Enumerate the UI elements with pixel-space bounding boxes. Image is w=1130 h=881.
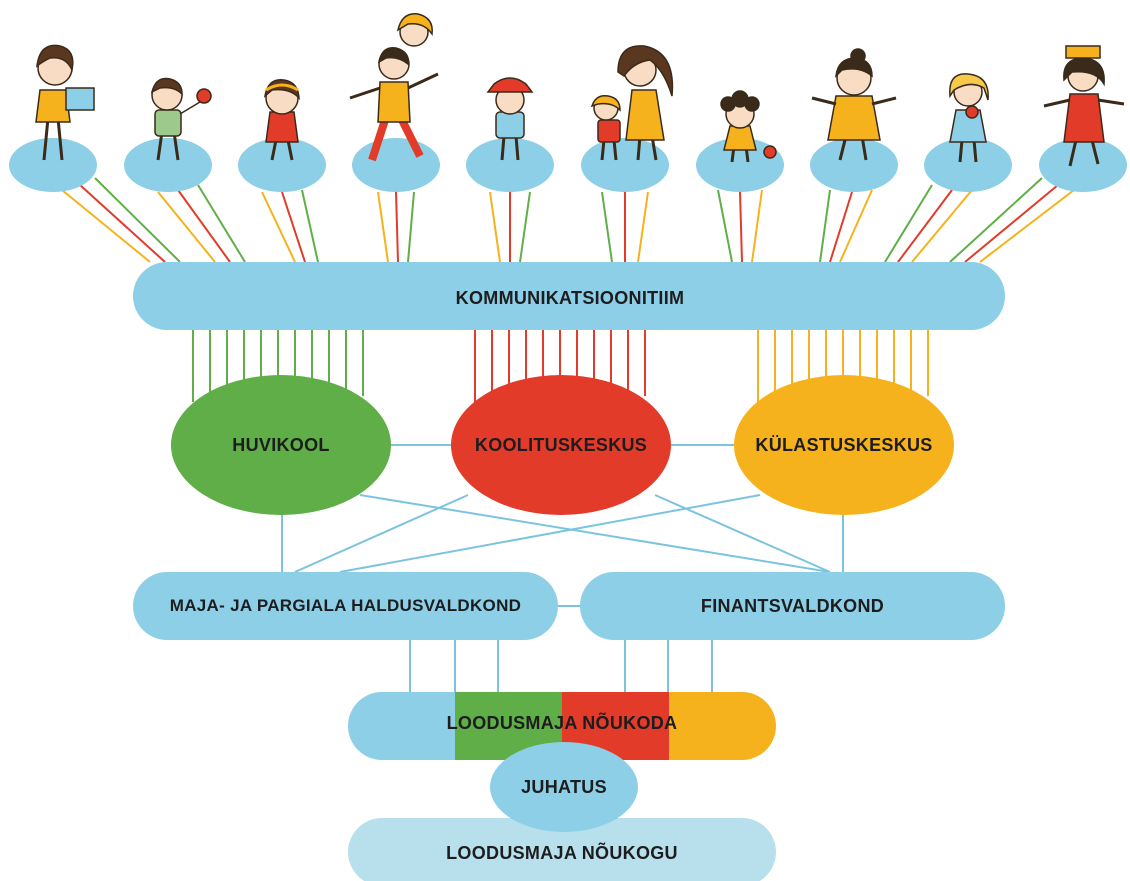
- people-connectors: [61, 177, 1075, 263]
- council-label: LOODUSMAJA NÕUKODA: [446, 713, 678, 733]
- communication-team-label: KOMMUNIKATSIOONITIIM: [455, 288, 685, 308]
- people-figures: [35, 13, 1125, 167]
- unit-connectors: [281, 444, 844, 692]
- team-to-unit-connectors: [192, 330, 929, 402]
- boy-with-red-hat-icon: [486, 77, 534, 161]
- board-label: JUHATUS: [521, 777, 607, 797]
- teacher-with-book-on-head-icon: [1043, 45, 1125, 167]
- board-ellipse: [490, 742, 638, 832]
- training-center-label: KOOLITUSKESKUS: [474, 435, 648, 455]
- visitor-center-ellipse: [734, 375, 954, 515]
- council-bar: [348, 692, 776, 760]
- curly-girl-with-flower-icon: [720, 90, 777, 163]
- training-center-ellipse: [451, 375, 671, 515]
- property-department-bar: [133, 572, 558, 640]
- woman-with-girl-icon: [590, 45, 674, 161]
- supervisory-board-label: LOODUSMAJA NÕUKOGU: [446, 843, 678, 863]
- supervisory-board-bar: [348, 818, 776, 881]
- boy-with-flower-icon: [150, 77, 212, 161]
- visitor-center-label: KÜLASTUSKESKUS: [755, 435, 933, 455]
- hobby-school-ellipse: [171, 375, 391, 515]
- finance-department-bar: [580, 572, 1005, 640]
- communication-team-bar: [133, 262, 1005, 330]
- property-department-label: MAJA- JA PARGIALA HALDUSVALDKOND: [169, 596, 522, 615]
- man-with-child-on-shoulders-icon: [349, 13, 439, 162]
- finance-department-label: FINANTSVALDKOND: [700, 596, 885, 616]
- blonde-girl-with-flower-icon: [949, 73, 989, 163]
- girl-reading-book-icon: [35, 44, 95, 161]
- girl-with-headband-icon: [263, 79, 300, 161]
- woman-with-bun-icon: [811, 48, 897, 161]
- hobby-school-label: HUVIKOOL: [232, 435, 330, 455]
